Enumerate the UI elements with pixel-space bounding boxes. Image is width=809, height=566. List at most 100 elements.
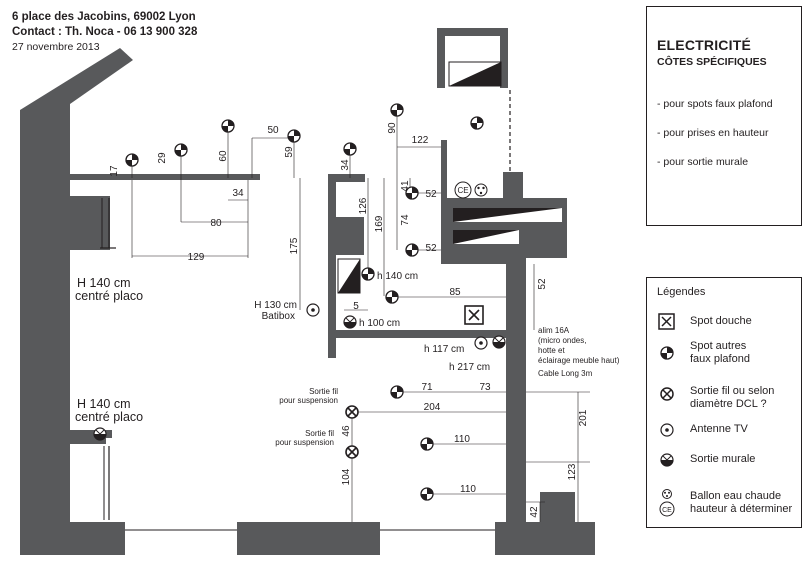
spot-icon (385, 290, 399, 304)
dim-129: 129 (188, 252, 205, 263)
dim-52a: 52 (425, 189, 437, 200)
dim-52b: 52 (425, 243, 437, 254)
label-h100: h 100 cm (359, 318, 400, 329)
sortie-fil-icon (345, 445, 359, 459)
label-sortie-fil-1b: pour suspension (279, 396, 338, 405)
dim-80: 80 (210, 218, 222, 229)
label-h140-2: H 140 cm (77, 397, 131, 411)
spot-icon (221, 119, 235, 133)
label-h217: h 217 cm (449, 362, 490, 373)
dim-90: 90 (387, 122, 398, 134)
legend-spot-douche: Spot douche (690, 315, 752, 327)
dim-122: 122 (412, 135, 429, 146)
sortie-murale-icon (93, 427, 107, 441)
dim-204: 204 (424, 402, 441, 413)
label-placo-1: centré placo (75, 289, 143, 303)
dim-42: 42 (529, 506, 540, 518)
dim-17: 17 (109, 165, 120, 177)
contact-text: Contact : Th. Noca - 06 13 900 328 (12, 26, 198, 38)
svg-text:CE: CE (457, 186, 468, 195)
dim-46: 46 (341, 425, 352, 437)
spot-icon (470, 116, 484, 130)
dim-59: 59 (284, 146, 295, 158)
spot-icon (287, 129, 301, 143)
note-spots: - pour spots faux plafond (657, 98, 773, 110)
antenne-tv-icon (474, 336, 488, 350)
legend-title: Légendes (657, 286, 706, 298)
label-h140-small: h 140 cm (377, 271, 418, 282)
dim-34a: 34 (340, 159, 351, 171)
dim-71: 71 (421, 382, 433, 393)
label-alim-4: éclairage meuble haut) (538, 356, 620, 365)
title-main: ELECTRICITÉ (657, 37, 751, 53)
ballon-eau-chaude-icon: CE (454, 181, 488, 199)
spot-icon (125, 153, 139, 167)
title-sub: CÔTES SPÉCIFIQUES (657, 56, 767, 68)
dim-50: 50 (267, 125, 279, 136)
label-sortie-fil-2a: Sortie fil (305, 429, 334, 438)
dim-29: 29 (157, 152, 168, 164)
dim-110a: 110 (454, 434, 470, 445)
label-h130: H 130 cm (254, 300, 297, 311)
antenne-tv-icon (660, 423, 674, 437)
svg-text:CE: CE (662, 507, 672, 514)
spot-douche-icon (658, 313, 675, 330)
label-sortie-fil-2b: pour suspension (275, 438, 334, 447)
spot-icon (660, 346, 674, 360)
label-batibox: Batibox (262, 311, 295, 322)
address-text: 6 place des Jacobins, 69002 Lyon (12, 11, 196, 23)
openings (100, 61, 562, 531)
date-text: 27 novembre 2013 (12, 41, 100, 53)
spot-icon (390, 103, 404, 117)
dim-52c: 52 (537, 278, 548, 290)
spot-icon (405, 186, 419, 200)
legend-sortie-murale: Sortie murale (690, 453, 756, 465)
spot-icon (361, 267, 375, 281)
dim-74: 74 (400, 214, 411, 226)
dim-73: 73 (479, 382, 491, 393)
label-sortie-fil-1a: Sortie fil (309, 387, 338, 396)
spot-icon (343, 142, 357, 156)
note-sortie-murale: - pour sortie murale (657, 156, 749, 168)
dim-169: 169 (374, 215, 385, 232)
title-panel: ELECTRICITÉ CÔTES SPÉCIFIQUES - pour spo… (646, 6, 802, 226)
note-prises: - pour prises en hauteur (657, 127, 769, 139)
dim-201: 201 (578, 409, 589, 426)
dim-104: 104 (341, 468, 352, 485)
label-alim-1: alim 16A (538, 326, 570, 335)
ballon-eau-chaude-icon: CE (659, 489, 675, 517)
sortie-murale-icon (660, 453, 674, 467)
plan-labels: H 140 cm centré placo H 140 cm centré pl… (75, 271, 620, 447)
label-alim-3: hotte et (538, 346, 565, 355)
label-alim-5: Cable Long 3m (538, 369, 593, 378)
label-alim-2: (micro ondes, (538, 336, 586, 345)
spot-icon (420, 487, 434, 501)
dim-123: 123 (567, 463, 578, 480)
spot-icon (405, 243, 419, 257)
sortie-fil-icon (660, 387, 674, 401)
dim-5: 5 (353, 301, 359, 312)
sortie-fil-icon (345, 405, 359, 419)
label-placo-2: centré placo (75, 410, 143, 424)
dim-60: 60 (218, 150, 229, 162)
dim-41: 41 (400, 180, 411, 192)
dim-85: 85 (449, 287, 461, 298)
dim-110b: 110 (460, 484, 476, 495)
sortie-murale-icon (492, 335, 506, 349)
label-h117: h 117 cm (424, 344, 464, 355)
spot-icon (174, 143, 188, 157)
spot-icon (390, 385, 404, 399)
dimension-labels: 17 29 60 50 59 34 90 122 34 80 129 175 1… (109, 122, 589, 518)
legend-antenne-tv: Antenne TV (690, 423, 748, 435)
sortie-murale-icon (343, 315, 357, 329)
dim-126: 126 (358, 197, 369, 214)
label-h140-1: H 140 cm (77, 276, 131, 290)
spot-douche-icon (464, 305, 484, 325)
dim-34b: 34 (232, 188, 244, 199)
